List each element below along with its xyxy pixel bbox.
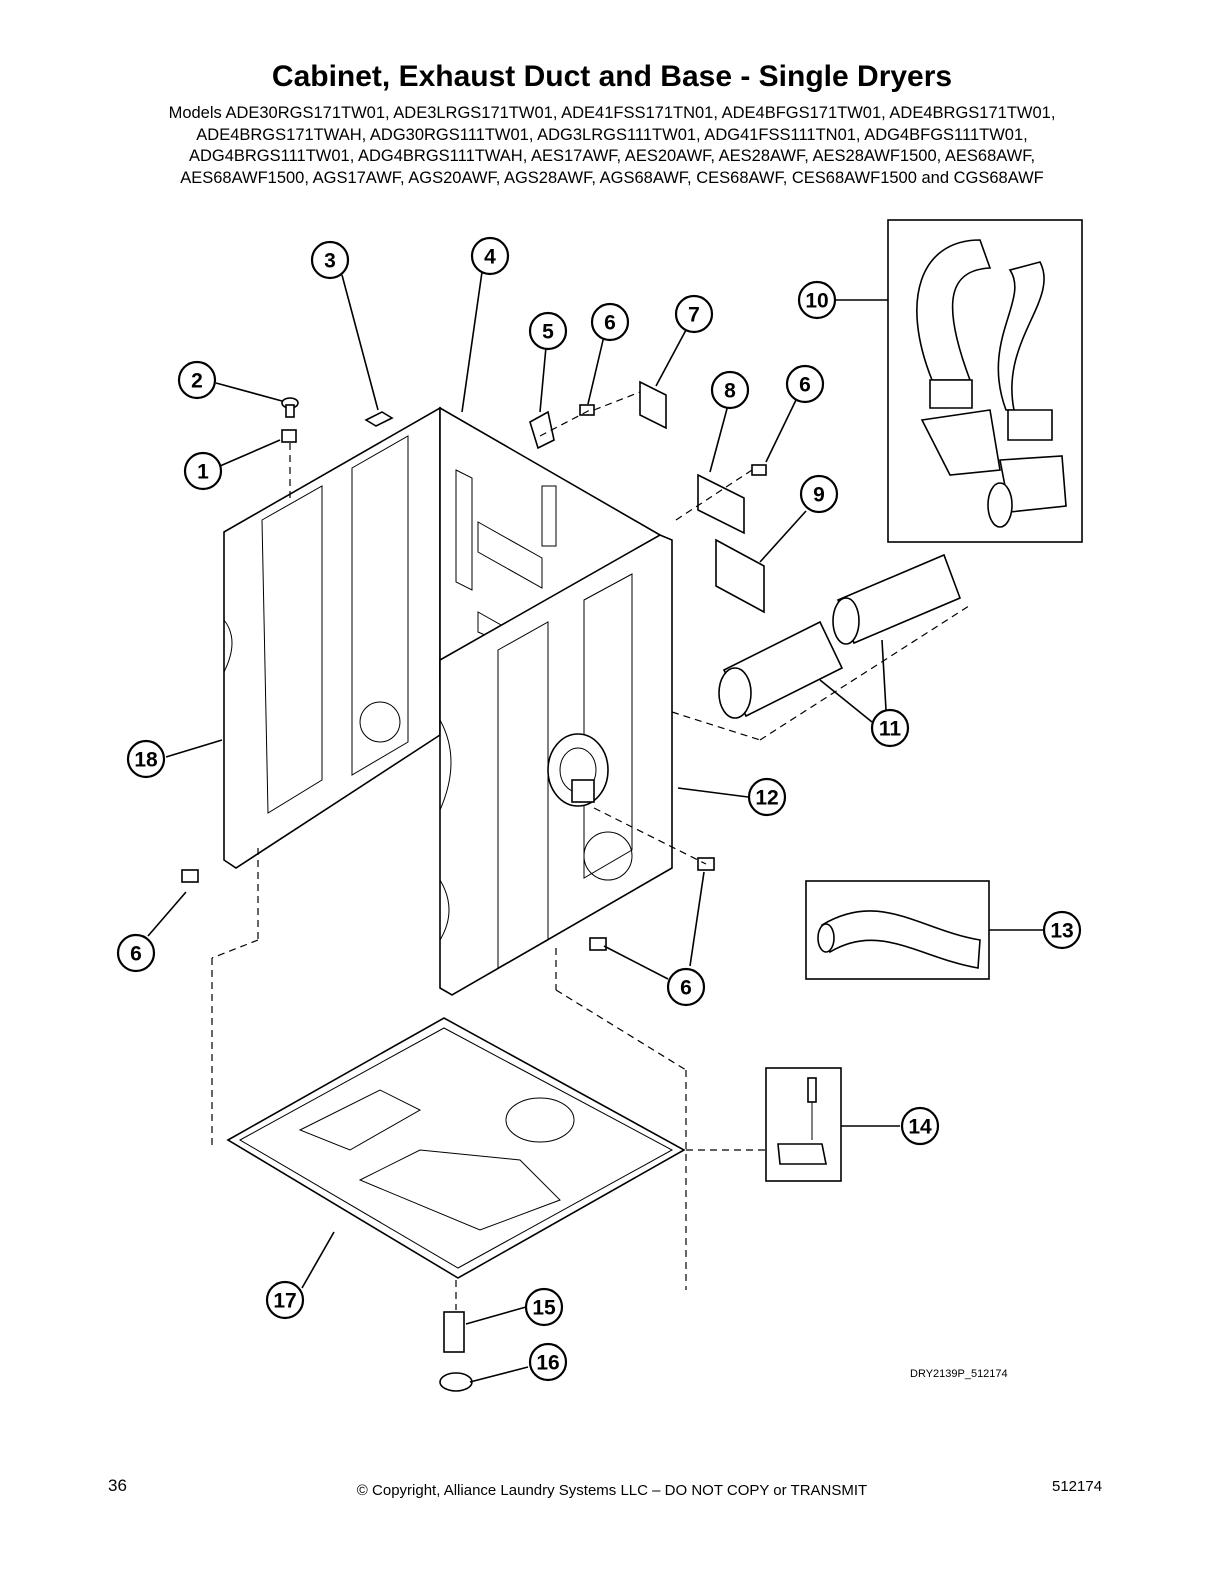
svg-text:3: 3 [324, 250, 336, 273]
model-line: ADG4BRGS111TW01, ADG4BRGS111TWAH, AES17A… [188, 147, 1036, 165]
plate-part-9 [715, 538, 765, 614]
svg-text:15: 15 [532, 1297, 556, 1320]
svg-text:5: 5 [542, 321, 554, 344]
model-line: Models ADE30RGS171TW01, ADE3LRGS171TW01,… [168, 104, 1056, 122]
callout-13: 13 [1042, 910, 1082, 950]
bracket-part-5 [529, 410, 555, 450]
callout-5: 5 [528, 311, 568, 351]
screw-part-6 [579, 404, 595, 416]
exhaust-outlet [547, 733, 609, 807]
pad-part-3 [364, 411, 394, 427]
svg-text:18: 18 [134, 749, 158, 772]
callout-12: 12 [747, 777, 787, 817]
drawing-reference: DRY2139P_512174 [910, 1368, 1008, 1380]
callout-17: 17 [265, 1280, 305, 1320]
leveling-foot [443, 1311, 465, 1353]
svg-text:13: 13 [1050, 920, 1073, 943]
screw-part-6 [751, 464, 767, 476]
cabinet-left-panel [223, 406, 441, 869]
page-title: Cabinet, Exhaust Duct and Base - Single … [271, 60, 953, 93]
svg-text:11: 11 [879, 718, 902, 741]
cover-part-8 [697, 473, 745, 535]
flexible-duct-part [817, 910, 981, 969]
callout-10: 10 [797, 280, 837, 320]
svg-text:12: 12 [755, 787, 778, 810]
callout-6: 6 [116, 933, 156, 973]
leader-lines [147, 271, 1044, 1383]
cabinet-base [226, 1017, 686, 1279]
page-number: 36 [108, 1476, 127, 1495]
callout-2: 2 [177, 360, 217, 400]
svg-text:1: 1 [197, 461, 209, 484]
svg-text:16: 16 [536, 1352, 559, 1375]
foot-pad [439, 1372, 473, 1392]
screw-part-6 [181, 869, 199, 883]
svg-text:6: 6 [799, 374, 811, 397]
callout-7: 7 [674, 294, 714, 334]
bracket-inset-box [765, 1067, 842, 1182]
model-list: Models ADE30RGS171TW01, ADE3LRGS171TW01,… [112, 103, 1112, 189]
svg-text:17: 17 [273, 1290, 296, 1313]
callout-3: 3 [310, 240, 350, 280]
model-line: ADE4BRGS171TWAH, ADG30RGS111TW01, ADG3LR… [196, 125, 1028, 144]
svg-text:10: 10 [805, 290, 828, 313]
svg-text:6: 6 [604, 312, 616, 335]
callout-1: 1 [183, 451, 223, 491]
callout-6: 6 [590, 302, 630, 342]
screw-part-2 [281, 397, 299, 418]
callout-4: 4 [470, 236, 510, 276]
callout-16: 16 [528, 1342, 568, 1382]
callout-14: 14 [900, 1106, 940, 1146]
plate-part-7 [639, 380, 667, 430]
clip-part-1 [281, 429, 297, 443]
svg-text:6: 6 [680, 977, 692, 1000]
model-line: AES68AWF1500, AGS17AWF, AGS20AWF, AGS28A… [180, 168, 1044, 187]
callout-11: 11 [870, 708, 910, 748]
document-number: 512174 [1052, 1478, 1103, 1495]
svg-text:2: 2 [191, 370, 203, 393]
screw-part-6 [589, 937, 607, 951]
svg-text:8: 8 [724, 380, 736, 403]
svg-text:6: 6 [130, 943, 142, 966]
exhaust-duct-pipes [718, 553, 962, 719]
callout-8: 8 [710, 370, 750, 410]
svg-text:4: 4 [484, 246, 496, 269]
svg-text:14: 14 [908, 1116, 932, 1139]
callout-18: 18 [126, 739, 166, 779]
svg-text:9: 9 [813, 484, 825, 507]
svg-text:7: 7 [688, 304, 700, 327]
callout-6: 6 [785, 364, 825, 404]
copyright-notice: © Copyright, Alliance Laundry Systems LL… [356, 1482, 868, 1499]
assembly-lines [211, 391, 973, 1310]
duct-kit-inset-box [887, 219, 1083, 543]
duct-kit-parts [916, 239, 1067, 528]
callout-9: 9 [799, 474, 839, 514]
callout-15: 15 [524, 1287, 564, 1327]
bracket-parts [777, 1077, 827, 1165]
callout-6: 6 [666, 967, 706, 1007]
